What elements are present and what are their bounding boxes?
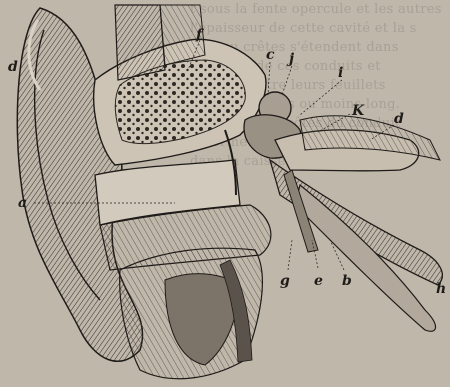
label-d-left: d — [8, 60, 18, 74]
label-g: g — [280, 274, 290, 288]
leader-i — [300, 80, 342, 115]
label-h: h — [436, 282, 446, 296]
label-a: a — [18, 196, 27, 210]
bone-column — [115, 5, 165, 80]
label-e: e — [314, 274, 323, 288]
label-f: f — [196, 28, 202, 42]
label-d-right: d — [394, 112, 404, 126]
leader-c-top — [268, 62, 270, 95]
label-j: j — [289, 52, 294, 66]
label-i: i — [338, 66, 343, 80]
leader-j — [282, 66, 292, 95]
label-c-top: c — [266, 48, 275, 62]
leader-g — [288, 240, 292, 270]
label-b: b — [342, 274, 352, 288]
label-K: K — [352, 104, 364, 118]
